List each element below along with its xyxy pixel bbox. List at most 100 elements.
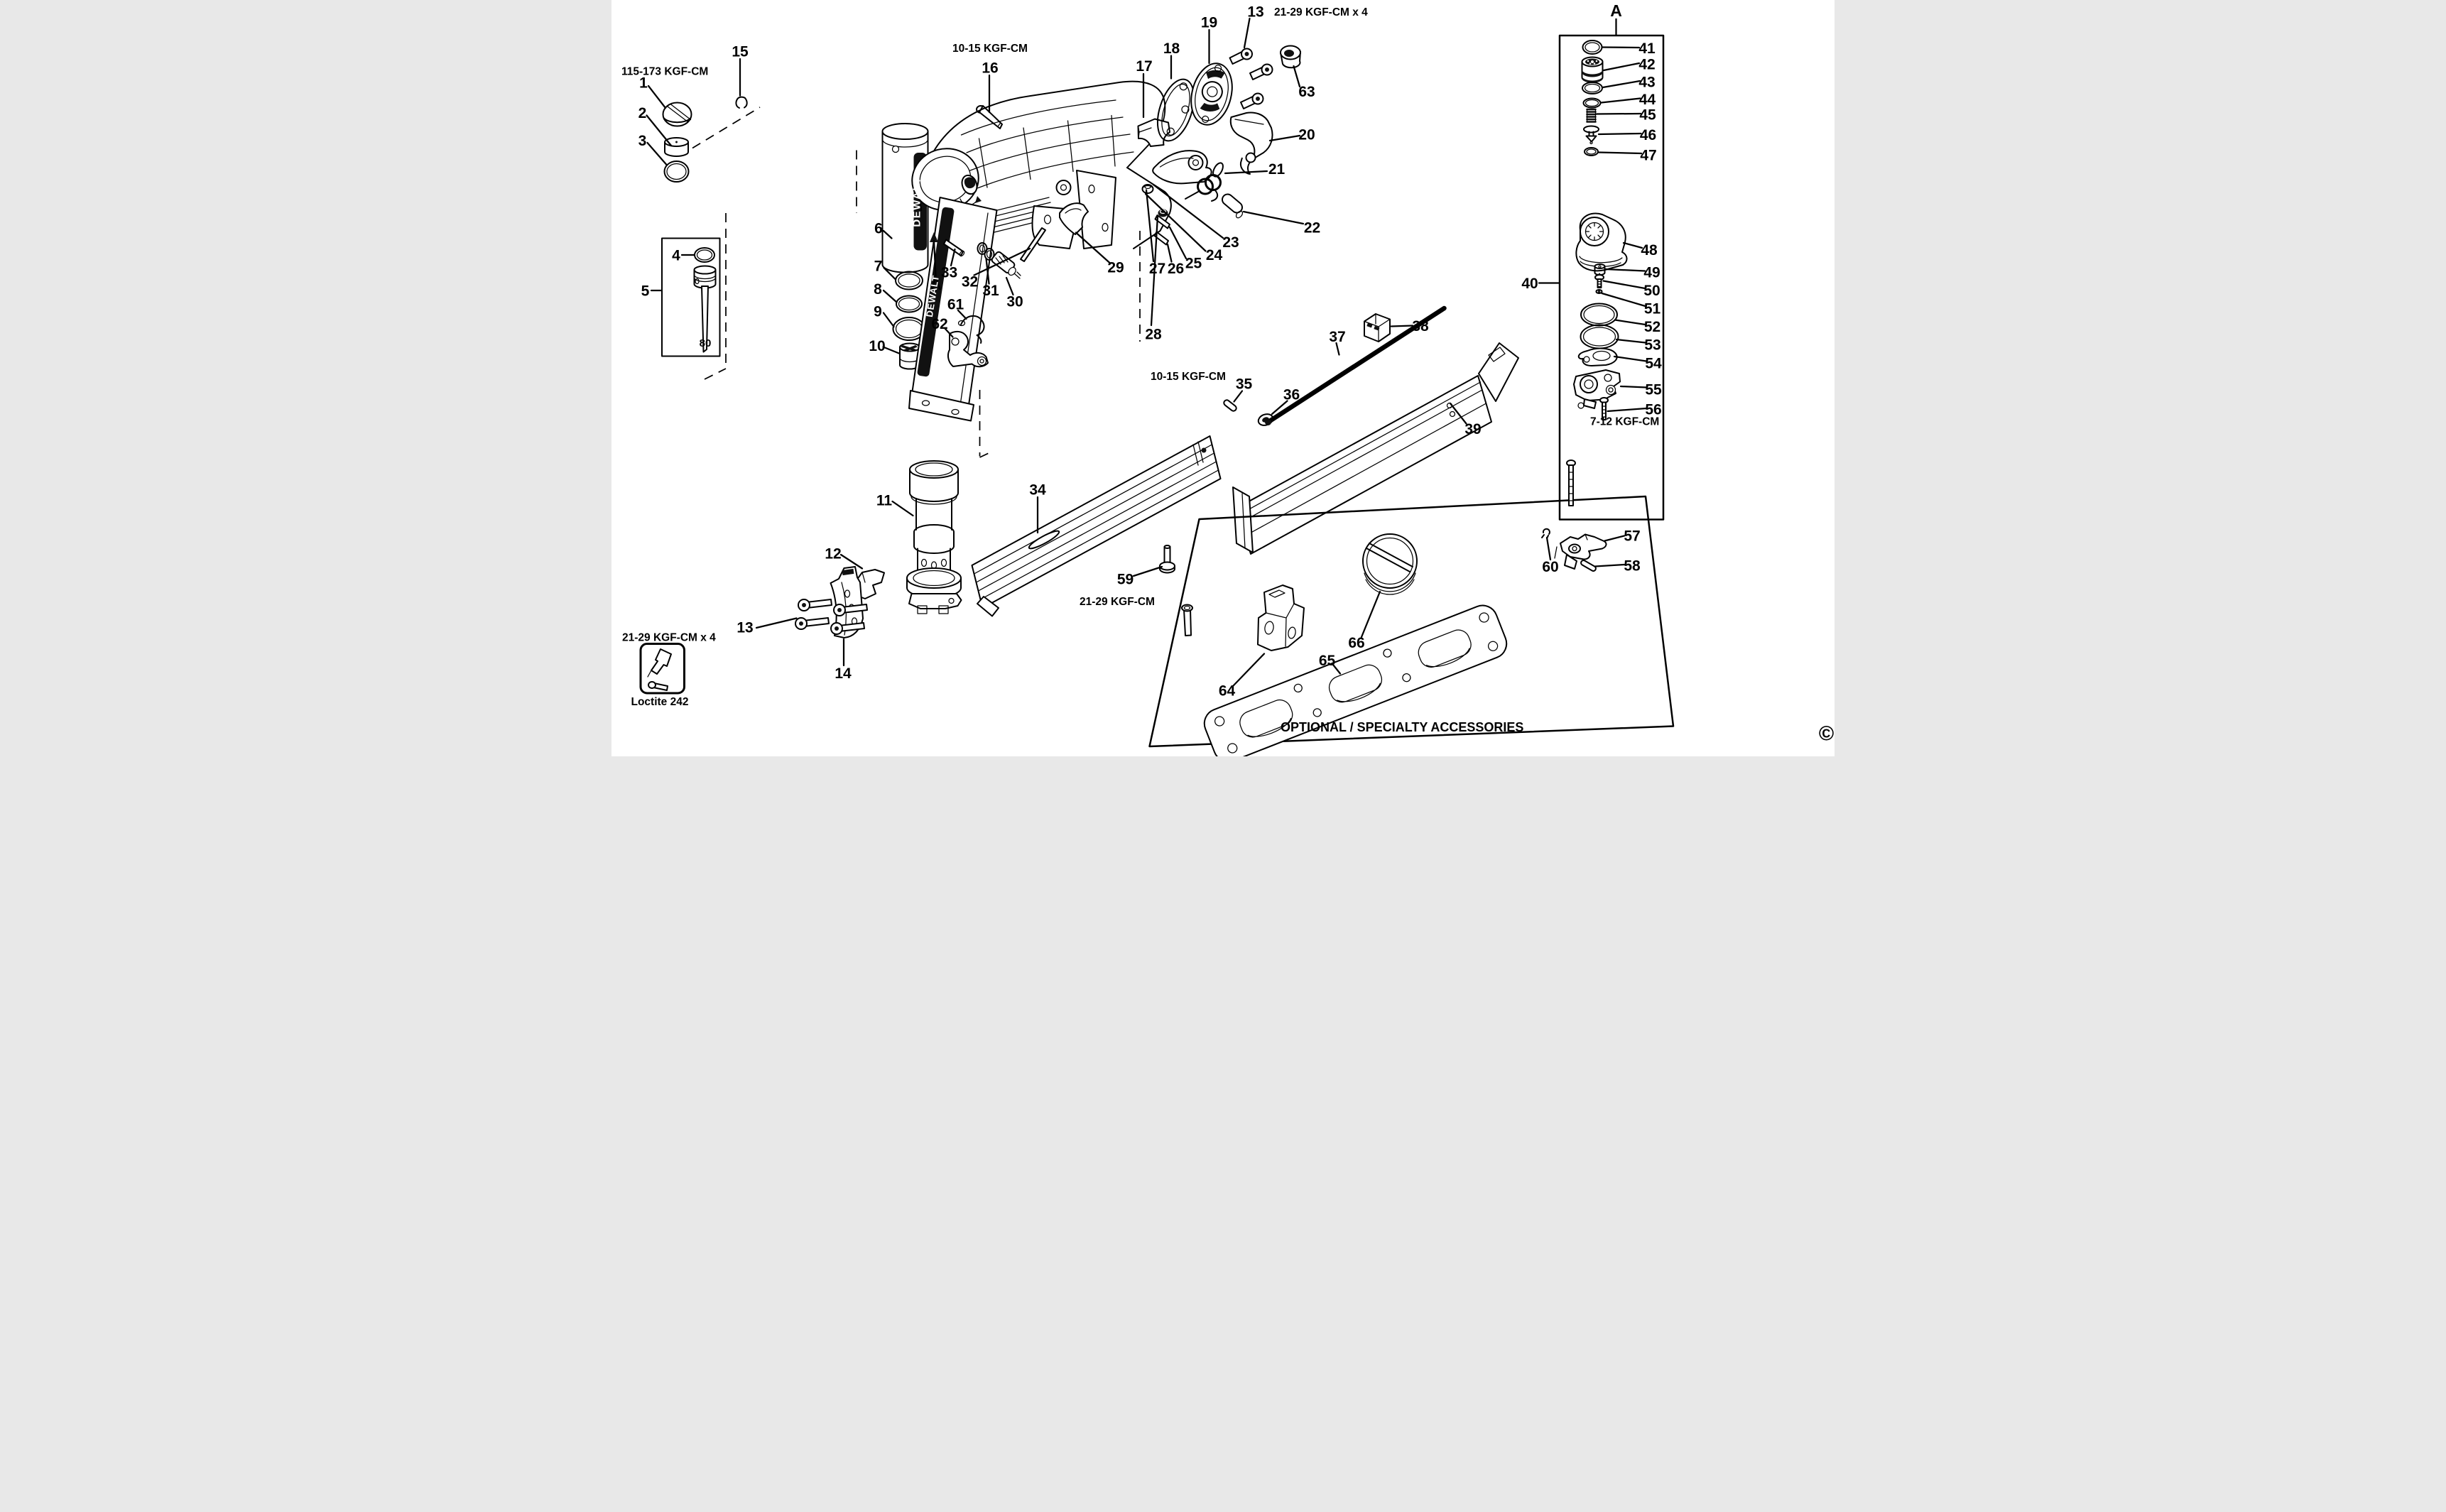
part-41-o-ring (1582, 40, 1603, 55)
part-58-pin (1580, 560, 1597, 572)
part-3-o-ring (663, 161, 690, 183)
leader-line-6 (882, 229, 893, 239)
part-label-29: 29 (1107, 260, 1124, 276)
leader-line-23 (1152, 183, 1224, 239)
leader-line-13 (1243, 17, 1251, 49)
part-label-56: 56 (1645, 402, 1661, 418)
leader-line-65 (1332, 663, 1342, 675)
part-label-41: 41 (1638, 40, 1656, 57)
part-label-54: 54 (1645, 356, 1662, 372)
leader-line-10 (882, 346, 901, 355)
part-label-25: 25 (1185, 256, 1202, 272)
part-51-nut (1595, 289, 1603, 294)
part-37-pusher-rod (1265, 305, 1447, 425)
leader-line-30 (1005, 276, 1014, 296)
part-label-40: 40 (1521, 276, 1538, 292)
part-label-12: 12 (825, 546, 841, 562)
leader-line-7 (883, 266, 897, 281)
leader-line-63 (1293, 65, 1301, 88)
part-61-spring (957, 315, 985, 344)
part-54-gasket (1577, 347, 1618, 366)
part-label-4: 4 (672, 248, 680, 264)
part-label-45: 45 (1639, 107, 1656, 124)
part-38-clip (1364, 313, 1391, 342)
part-66-cap-accessory (1362, 533, 1418, 595)
part-label-51: 51 (1644, 301, 1661, 317)
caption-5: 21-29 KGF-CM x 4 (622, 632, 716, 644)
leader-line-22 (1242, 210, 1305, 225)
part-1-cap (662, 102, 692, 127)
leader-line-29 (1075, 232, 1111, 265)
part-label-62: 62 (931, 316, 947, 332)
part-32-pin (1020, 227, 1046, 262)
part-label-66: 66 (1348, 635, 1364, 651)
part-label-58: 58 (1624, 558, 1641, 575)
part-label-63: 63 (1298, 84, 1315, 100)
leader-line-24 (1144, 192, 1207, 252)
caption-4: 21-29 KGF-CM (1080, 596, 1155, 608)
leader-line-59 (1132, 565, 1163, 577)
part-15-clip (735, 96, 748, 109)
part-18-gasket (1156, 78, 1195, 142)
part-33-pin (943, 239, 965, 257)
part-label-27: 27 (1149, 261, 1165, 277)
part-26-pin (1153, 231, 1169, 246)
leader-line-48 (1622, 241, 1643, 249)
part-64-nose-block (1257, 584, 1305, 651)
caption-7: Loctite 242 (631, 696, 689, 708)
part-57-latch-assembly (1554, 533, 1607, 570)
part-39-magazine-body (1232, 342, 1519, 555)
part-50-screw (1594, 273, 1604, 288)
part-label-32: 32 (962, 274, 978, 290)
part-label-6: 6 (874, 221, 883, 237)
leader-line-26 (1166, 243, 1173, 263)
part-55-valve-housing (1573, 369, 1621, 409)
leader-line-8 (882, 289, 898, 303)
part-label-43: 43 (1638, 75, 1655, 91)
part-35-pin (1223, 399, 1237, 412)
leader-lines (646, 17, 1648, 687)
part-5-service-kit-box (661, 237, 721, 357)
part-13-screws-bottom (795, 599, 868, 635)
leader-line-44 (1600, 97, 1641, 104)
part-label-57: 57 (1624, 528, 1640, 545)
part-8-o-ring (896, 295, 923, 313)
leader-line-49 (1604, 268, 1646, 272)
part-label-53: 53 (1644, 337, 1660, 354)
part-43-o-ring (1582, 82, 1603, 94)
leader-line-52 (1614, 319, 1646, 326)
leader-line-57 (1604, 535, 1626, 542)
part-label-23: 23 (1222, 234, 1239, 251)
leader-line-51 (1601, 292, 1646, 308)
part-42-head-valve-piston (1581, 56, 1604, 83)
part-27-lock-nut (1141, 184, 1154, 194)
part-29-contact-arm-link (1059, 202, 1089, 235)
inset-box-a (1558, 34, 1665, 521)
part-53-o-ring (1580, 324, 1619, 349)
part-label-44: 44 (1639, 92, 1656, 108)
caption-0: 115-173 KGF-CM (621, 66, 708, 78)
assembly-letter-leader (933, 239, 937, 277)
parts-diagram-canvas: 1234567891011121314151617181913632021222… (612, 0, 1835, 756)
part-trigger (1152, 150, 1212, 185)
leader-line-9 (882, 312, 895, 328)
part-label-7: 7 (874, 259, 883, 275)
part-11-cylinder-guide (906, 460, 962, 614)
caption-6: 7-12 KGF-CM (1590, 416, 1659, 428)
part-7-o-ring (895, 271, 923, 290)
part-label-2: 2 (638, 105, 647, 121)
part-30-trigger-valve (991, 251, 1021, 279)
main-body-housing (908, 80, 1172, 422)
part-13-screws-top (1229, 48, 1273, 109)
caption-1: 10-15 KGF-CM (952, 43, 1028, 55)
leader-line-35 (1233, 390, 1244, 403)
part-label-21: 21 (1268, 161, 1285, 178)
part-label-31: 31 (982, 283, 999, 299)
leader-line-60 (1545, 536, 1552, 561)
part-2-piston-stop (664, 137, 689, 157)
accessories-box (1148, 495, 1675, 748)
leader-line-43 (1602, 80, 1641, 89)
leader-line-33 (950, 248, 956, 267)
part-48-rotor-housing (1575, 212, 1628, 272)
